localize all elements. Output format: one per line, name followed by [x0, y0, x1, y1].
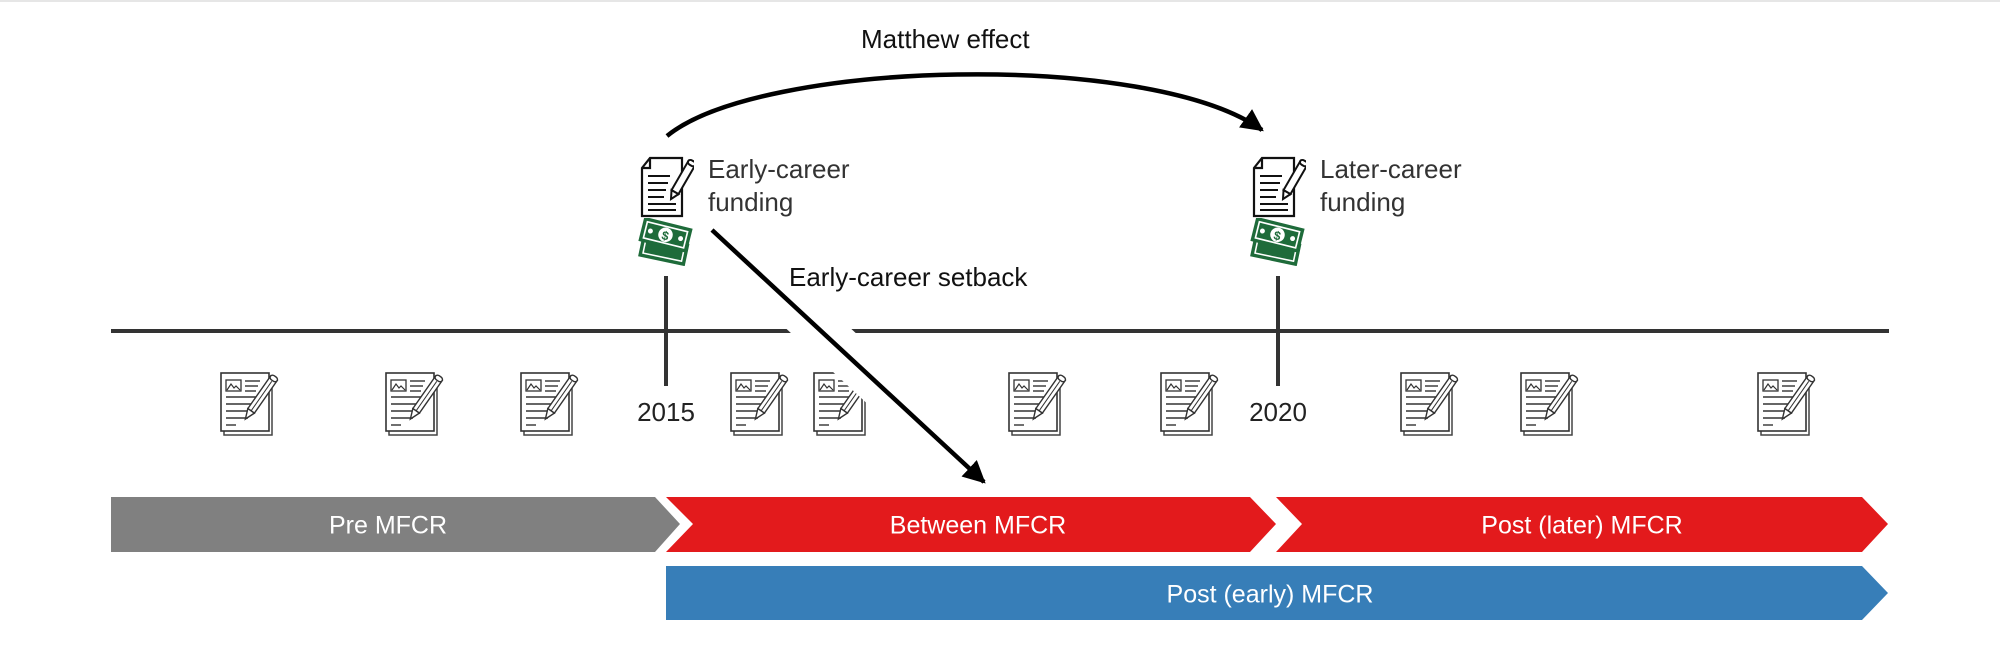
post-early-mfcr-label: Post (early) MFCR — [1166, 580, 1374, 609]
early-career-setback-arrow — [710, 228, 986, 484]
between-mfcr-bar — [666, 497, 1276, 552]
publication-icon — [1160, 372, 1220, 436]
later-funding-line2: funding — [1320, 187, 1406, 217]
later-funding-line1: Later-career — [1320, 154, 1462, 184]
later-grant-document-icon — [1252, 156, 1306, 218]
post-later-mfcr-bar — [1276, 497, 1888, 552]
publication-icon — [1520, 372, 1580, 436]
early-funding-line1: Early-career — [708, 154, 850, 184]
matthew-effect-label: Matthew effect — [861, 24, 1030, 54]
early-funding-label: Early-career funding — [708, 153, 850, 219]
publication-icons — [220, 372, 1817, 436]
early-cash-icon — [637, 218, 694, 266]
between-mfcr-label: Between MFCR — [889, 511, 1067, 540]
year-2020-label: 2020 — [1249, 397, 1307, 427]
early-funding-line2: funding — [708, 187, 794, 217]
matthew-effect-arrow — [665, 72, 1264, 138]
year-2015-label: 2015 — [637, 397, 695, 427]
publication-icon — [1008, 372, 1068, 436]
later-funding-label: Later-career funding — [1320, 153, 1462, 219]
publication-icon — [1757, 372, 1817, 436]
post-later-mfcr-label: Post (later) MFCR — [1481, 511, 1683, 540]
pre-mfcr-label: Pre MFCR — [328, 511, 448, 540]
later-cash-icon — [1249, 218, 1306, 266]
publication-icon — [385, 372, 445, 436]
publication-icon — [220, 372, 280, 436]
top-border — [0, 0, 2000, 2]
publication-icon — [1400, 372, 1460, 436]
early-grant-document-icon — [640, 156, 694, 218]
post-early-mfcr-bar — [666, 566, 1888, 620]
publication-icon — [730, 372, 790, 436]
pre-mfcr-bar — [111, 497, 680, 552]
publication-icon — [520, 372, 580, 436]
setback-label: Early-career setback — [789, 262, 1028, 292]
